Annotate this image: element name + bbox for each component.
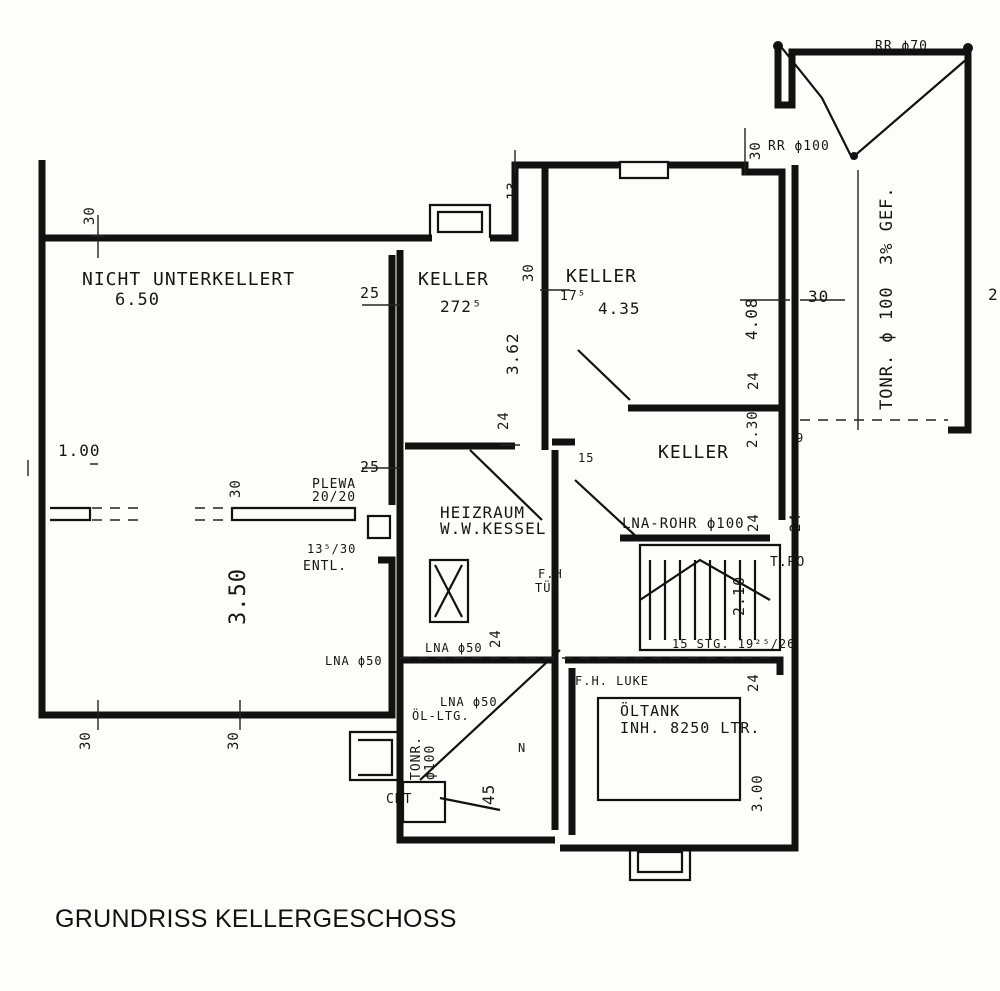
room-width-keller2: 4.35	[598, 299, 641, 318]
dim-9: 9	[796, 431, 804, 445]
wall-tank-north	[565, 656, 784, 675]
room-sub-heizraum: W.W.KESSEL	[440, 519, 546, 538]
opening-stub-right	[230, 506, 357, 522]
room-labels: NICHT UNTERKELLERT 6.50 1.00 3.50 KELLER…	[58, 266, 761, 737]
light-shaft-left-inner	[358, 738, 394, 777]
room-depth-keller2: 4.08	[742, 297, 761, 340]
dim-24-b: 24	[746, 371, 762, 390]
dim-30-topleft: 30	[82, 206, 98, 225]
cleanout-box	[401, 780, 447, 824]
label-entl-size: 13⁵/30	[307, 542, 356, 556]
light-shaft-bottom	[628, 848, 692, 882]
room-name-keller1: KELLER	[418, 269, 489, 290]
dim-25-b: 25	[360, 458, 380, 476]
label-cht: CHT	[386, 792, 412, 807]
room-width-unterkellert: 6.50	[115, 290, 160, 310]
dim-24-d: 24	[488, 629, 504, 648]
drain-point-top-left	[773, 41, 783, 51]
dimension-values: 30 30 30 30 30 13 30 30 25 25 17⁵ 24 24 …	[78, 141, 999, 750]
dim-30-mid-bottom: 30	[226, 731, 242, 750]
dim-2: 2	[988, 285, 999, 304]
window-keller2	[618, 160, 670, 180]
dim-30-keller: 30	[521, 263, 537, 282]
dim-30-left-bottom: 30	[78, 731, 94, 750]
label-300: 3.00	[750, 774, 766, 812]
wall-central	[551, 438, 575, 830]
light-shaft-left	[348, 730, 400, 782]
drain-point-mid	[850, 152, 858, 160]
wall-keller1-west	[396, 250, 555, 844]
annotations: PLEWA 20/20 13⁵/30 ENTL. F.H TÜR F.H. LU…	[303, 39, 928, 812]
dim-24-c: 24	[746, 513, 762, 532]
dim-17: 17⁵	[560, 289, 586, 304]
room-depth-keller3: 2.30	[745, 410, 761, 448]
dim-25-a: 25	[360, 284, 380, 302]
label-tonr-bottom-2: ϕ100	[423, 745, 438, 780]
dim-30-topright: 30	[748, 141, 764, 160]
label-tonr-right: TONR. ϕ 100	[877, 286, 897, 410]
opening-dashes	[92, 507, 232, 521]
label-fh-tur-1: F.H	[538, 567, 563, 581]
oil-tank-outline	[596, 696, 742, 802]
light-shaft-top	[428, 203, 492, 238]
label-n-mark: N	[518, 741, 526, 755]
walls	[38, 41, 973, 882]
label-plewa-size: 20/20	[312, 490, 356, 505]
label-rr-100: RR ϕ100	[768, 139, 830, 154]
label-lna50-mid: LNA ϕ50	[425, 641, 483, 655]
diagonal-lines	[419, 349, 641, 812]
roof-drain-line	[781, 47, 969, 160]
boiler-box	[428, 558, 470, 624]
label-entl: ENTL.	[303, 559, 347, 574]
room-name-keller2: KELLER	[566, 266, 637, 287]
label-fh-luke: F.H. LUKE	[575, 674, 649, 688]
dim-30-plewa: 30	[228, 479, 244, 498]
label-lna50-low: LNA ϕ50	[440, 695, 498, 709]
label-45: 45	[479, 784, 498, 805]
label-stairs-length: 2.10	[730, 576, 748, 616]
wall-east	[560, 165, 799, 852]
label-tonr-bottom-1: TONR.	[409, 736, 424, 780]
room-name-heizraum: HEIZRAUM	[440, 503, 525, 522]
drawing-caption: GRUNDRISS KELLERGESCHOSS	[55, 905, 457, 933]
dim-24-f: 24	[788, 513, 804, 532]
room-name-oltank: ÖLTANK	[620, 701, 680, 720]
label-lna-rohr: LNA-ROHR ϕ100	[622, 516, 745, 532]
label-plewa: PLEWA	[312, 477, 356, 492]
dim-24-e: 24	[746, 673, 762, 692]
dim-13: 13	[505, 181, 521, 200]
label-rr-70: RR ϕ70	[875, 39, 928, 54]
room-sub-oltank: INH. 8250 LTR.	[620, 719, 760, 737]
opening-width: 1.00	[58, 441, 101, 460]
room-depth-unterkellert: 3.50	[226, 568, 251, 625]
label-stairs: 15 STG. 19²⁵/26	[672, 637, 795, 651]
dim-15: 15	[578, 451, 594, 465]
label-olltg: ÖL-LTG.	[412, 707, 470, 723]
dimension-lines	[27, 128, 845, 730]
drain-point-top-right	[963, 43, 973, 53]
label-fh-tur-2: TÜR	[535, 579, 560, 595]
label-gefaelle: 3% GEF.	[877, 186, 897, 265]
wall-terrace	[774, 48, 972, 434]
room-width-keller1: 272⁵	[440, 297, 483, 316]
stairs	[638, 543, 782, 652]
wall-keller1-east	[490, 161, 549, 450]
chimney-box	[366, 514, 392, 540]
dim-24-a: 24	[496, 411, 512, 430]
room-name-keller3: KELLER	[658, 442, 729, 463]
boiler-cross	[434, 564, 463, 618]
room-depth-keller1: 3.62	[503, 332, 522, 375]
room-name-unterkellert: NICHT UNTERKELLERT	[82, 269, 295, 290]
dim-30-right: 30	[808, 287, 829, 306]
light-shaft-top-inner	[436, 210, 484, 234]
opening-stub-left	[50, 506, 92, 522]
light-shaft-bottom-inner	[636, 850, 684, 874]
label-lna50-left: LNA ϕ50	[325, 654, 383, 668]
label-t-mark: T.RO	[770, 555, 805, 570]
wall-west	[38, 160, 396, 719]
